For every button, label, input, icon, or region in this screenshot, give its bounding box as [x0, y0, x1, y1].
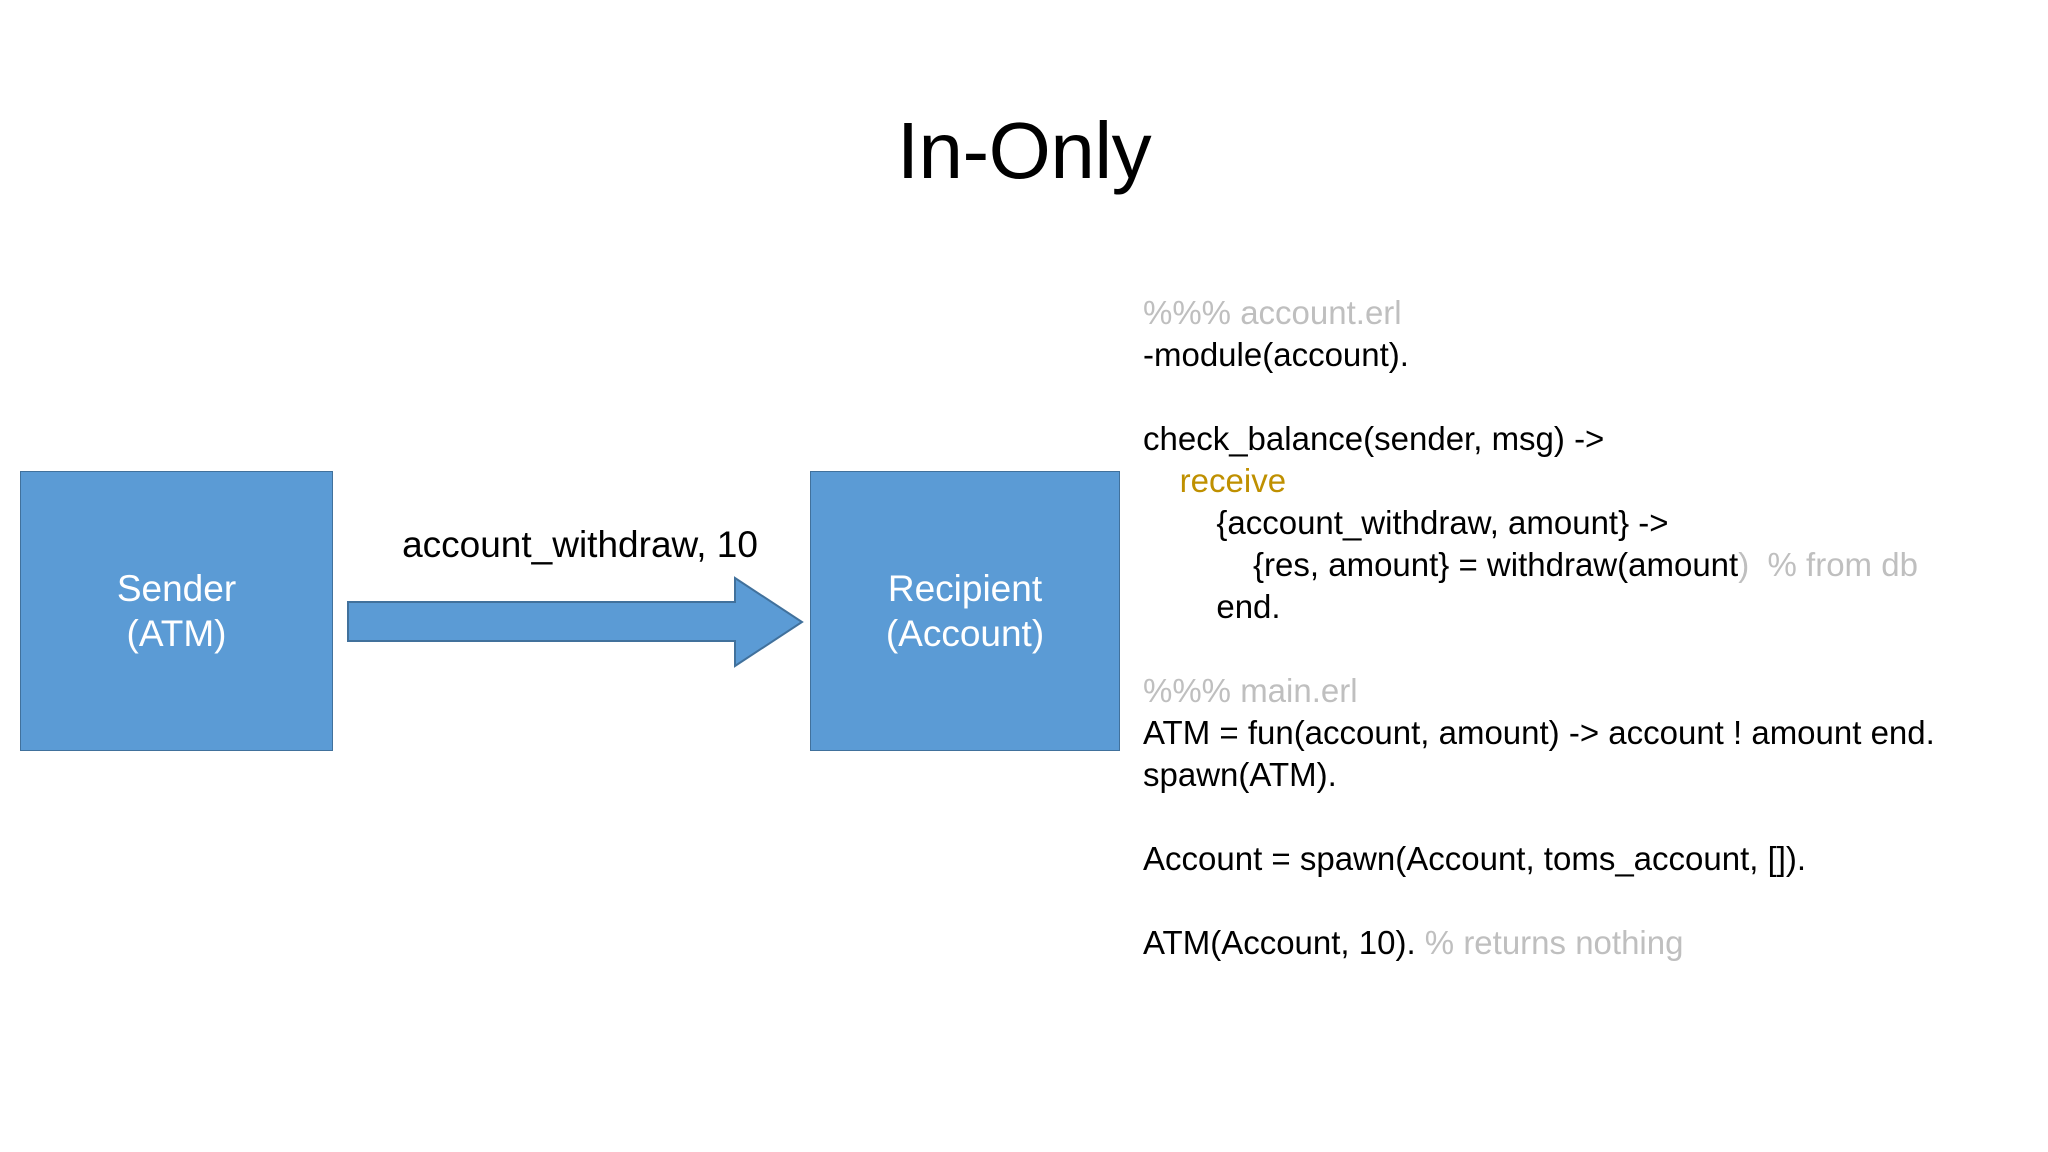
message-arrow-label: account_withdraw, 10 — [402, 524, 758, 565]
code-span-plain: -module(account). — [1143, 336, 1409, 373]
code-span-plain: ATM = fun(account, amount) -> account ! … — [1143, 714, 1935, 751]
code-line: {account_withdraw, amount} -> — [1143, 502, 2023, 544]
sender-node-label-primary: Sender — [116, 567, 237, 609]
recipient-node-label-primary: Recipient — [887, 567, 1043, 609]
code-span-plain: check_balance(sender, msg) -> — [1143, 420, 1605, 457]
code-span-plain: {account_withdraw, amount} -> — [1143, 504, 1669, 541]
code-span-plain: {res, amount} = withdraw(amount — [1143, 546, 1739, 583]
code-span-plain: Account = spawn(Account, toms_account, [… — [1143, 840, 1807, 877]
code-span-comment: ) — [1738, 546, 1750, 583]
code-line: ATM = fun(account, amount) -> account ! … — [1143, 712, 2023, 754]
recipient-node-box[interactable]: Recipient (Account) — [810, 471, 1120, 751]
sender-node-label-secondary: (ATM) — [126, 613, 227, 654]
code-line: {res, amount} = withdraw(amount) % from … — [1143, 544, 2023, 586]
code-span-comment: %%% account.erl — [1143, 294, 1402, 331]
erlang-code-block: %%% account.erl -module(account). check_b… — [1143, 292, 2023, 964]
recipient-node-label-secondary: (Account) — [885, 613, 1045, 654]
block-arrow-right-shape — [347, 576, 804, 668]
code-line — [1143, 880, 2023, 922]
code-line: end. — [1143, 586, 2023, 628]
code-line: %%% account.erl — [1143, 292, 2023, 334]
code-line — [1143, 796, 2023, 838]
sender-node-box[interactable]: Sender (ATM) — [20, 471, 333, 751]
code-line: spawn(ATM). — [1143, 754, 2023, 796]
code-line: ATM(Account, 10). % returns nothing — [1143, 922, 2023, 964]
code-line: -module(account). — [1143, 334, 2023, 376]
code-span-plain: spawn(ATM). — [1143, 756, 1337, 793]
block-arrow-right-icon[interactable] — [340, 572, 810, 672]
code-line: check_balance(sender, msg) -> — [1143, 418, 2023, 460]
code-line: %%% main.erl — [1143, 670, 2023, 712]
code-line — [1143, 628, 2023, 670]
code-line: Account = spawn(Account, toms_account, [… — [1143, 838, 2023, 880]
code-span-plain: end. — [1143, 588, 1281, 625]
code-span-plain: ATM(Account, 10). — [1143, 924, 1416, 961]
code-span-comment: %%% main.erl — [1143, 672, 1358, 709]
code-span-keyword: receive — [1143, 462, 1287, 499]
code-span-comment: % returns nothing — [1415, 924, 1684, 961]
code-line — [1143, 376, 2023, 418]
page-title: In-Only — [896, 106, 1152, 195]
code-line: receive — [1143, 460, 2023, 502]
code-span-comment: % from db — [1749, 546, 1918, 583]
